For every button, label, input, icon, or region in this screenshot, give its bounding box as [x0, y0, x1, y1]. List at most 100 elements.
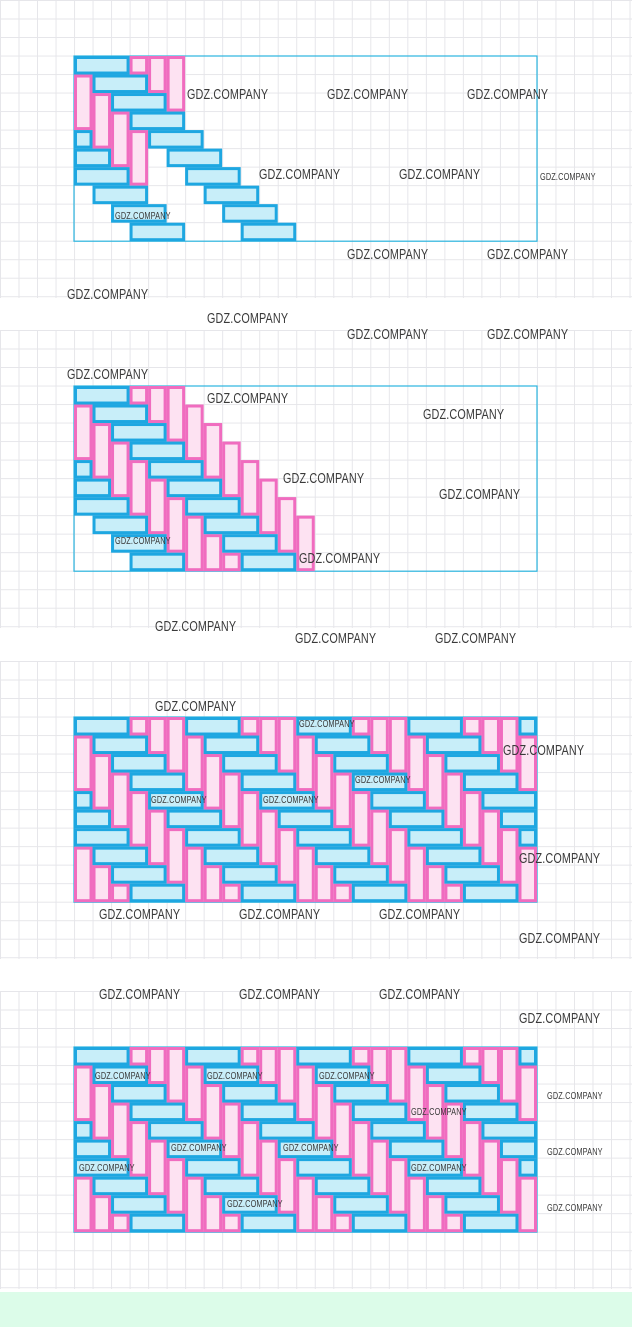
vertical-brick [388, 828, 408, 884]
horizontal-brick [277, 809, 334, 829]
vertical-brick [277, 717, 297, 773]
watermark-text: GDZ.COMPANY [467, 86, 549, 103]
horizontal-brick [74, 1139, 112, 1159]
panel-step-1 [0, 0, 632, 298]
vertical-brick [185, 1065, 204, 1122]
horizontal-brick [222, 1084, 278, 1103]
horizontal-brick [111, 1084, 167, 1103]
panel-step-2 [0, 330, 632, 628]
watermark-text: GDZ.COMPANY [151, 794, 207, 806]
horizontal-brick [370, 791, 426, 810]
horizontal-brick [185, 1158, 241, 1177]
vertical-brick [481, 809, 500, 866]
vertical-brick [277, 1047, 297, 1103]
horizontal-brick [74, 1121, 93, 1140]
vertical-brick [129, 130, 149, 186]
horizontal-brick [92, 735, 149, 755]
horizontal-brick [74, 809, 112, 829]
horizontal-brick [499, 1139, 537, 1159]
vertical-brick [111, 441, 130, 498]
vertical-brick [407, 846, 426, 903]
watermark-text: GDZ.COMPANY [239, 986, 321, 1003]
vertical-brick [407, 1176, 426, 1233]
horizontal-brick [166, 809, 223, 829]
vertical-brick [92, 93, 112, 149]
vertical-brick [425, 1084, 445, 1140]
watermark-text: GDZ.COMPANY [115, 210, 171, 222]
horizontal-brick [111, 204, 167, 223]
horizontal-brick [462, 1213, 519, 1233]
watermark-text: GDZ.COMPANY [540, 171, 596, 183]
horizontal-brick [296, 1158, 352, 1177]
horizontal-brick [166, 478, 223, 498]
horizontal-brick [185, 717, 241, 736]
horizontal-brick [203, 1176, 260, 1196]
horizontal-brick [314, 1176, 371, 1196]
vertical-brick [296, 1065, 315, 1122]
vertical-brick [92, 423, 112, 479]
vertical-brick [222, 1213, 241, 1233]
vertical-brick [129, 56, 149, 75]
panel-step-3 [0, 661, 632, 959]
horizontal-brick [499, 809, 537, 829]
horizontal-brick [92, 846, 149, 866]
vertical-brick [388, 1158, 408, 1214]
vertical-brick [296, 735, 315, 792]
vertical-brick [92, 865, 112, 903]
horizontal-brick [425, 735, 482, 755]
vertical-brick [111, 883, 130, 903]
vertical-brick [333, 1213, 352, 1233]
vertical-brick [425, 865, 445, 903]
vertical-brick [277, 1158, 297, 1214]
horizontal-brick [185, 497, 241, 516]
horizontal-brick [481, 791, 538, 810]
vertical-brick [92, 1084, 112, 1140]
horizontal-brick [444, 1195, 500, 1214]
watermark-text: GDZ.COMPANY [155, 618, 237, 635]
vertical-brick [259, 1047, 278, 1085]
horizontal-brick [74, 148, 112, 168]
horizontal-brick [370, 1121, 426, 1140]
horizontal-brick [74, 791, 93, 810]
watermark-text: GDZ.COMPANY [187, 86, 269, 103]
vertical-brick [499, 1047, 519, 1103]
horizontal-brick [314, 1065, 371, 1085]
vertical-brick [518, 735, 537, 792]
vertical-brick [314, 865, 334, 903]
horizontal-brick [296, 717, 352, 736]
watermark-text: GDZ.COMPANY [67, 286, 149, 303]
vertical-brick [444, 772, 463, 829]
vertical-brick [222, 1102, 241, 1159]
watermark-text: GDZ.COMPANY [295, 630, 377, 647]
horizontal-brick [74, 478, 112, 498]
vertical-brick [518, 1065, 537, 1122]
horizontal-brick [240, 1213, 297, 1233]
horizontal-brick [333, 865, 389, 884]
watermark-text: GDZ.COMPANY [319, 1070, 375, 1082]
watermark-text: GDZ.COMPANY [299, 550, 381, 567]
watermark-text: GDZ.COMPANY [263, 794, 319, 806]
horizontal-brick [425, 1176, 482, 1196]
vertical-brick [203, 754, 223, 810]
horizontal-brick [462, 1102, 519, 1122]
vertical-brick [222, 552, 241, 572]
watermark-text: GDZ.COMPANY [207, 390, 289, 407]
watermark-text: GDZ.COMPANY [155, 698, 237, 715]
vertical-brick [499, 717, 519, 773]
vertical-brick [407, 1065, 426, 1122]
horizontal-brick [518, 717, 537, 736]
vertical-brick [370, 1139, 389, 1196]
horizontal-brick [222, 204, 278, 223]
watermark-text: GDZ.COMPANY [379, 906, 461, 923]
horizontal-brick [203, 515, 260, 535]
horizontal-brick [296, 1047, 352, 1066]
watermark-text: GDZ.COMPANY [259, 166, 341, 183]
horizontal-brick [129, 1102, 186, 1122]
horizontal-brick [129, 883, 186, 903]
watermark-text: GDZ.COMPANY [207, 1070, 263, 1082]
vertical-brick [425, 754, 445, 810]
watermark-text: GDZ.COMPANY [399, 166, 481, 183]
vertical-brick [203, 423, 223, 479]
horizontal-brick [111, 423, 167, 442]
horizontal-brick [462, 883, 519, 903]
